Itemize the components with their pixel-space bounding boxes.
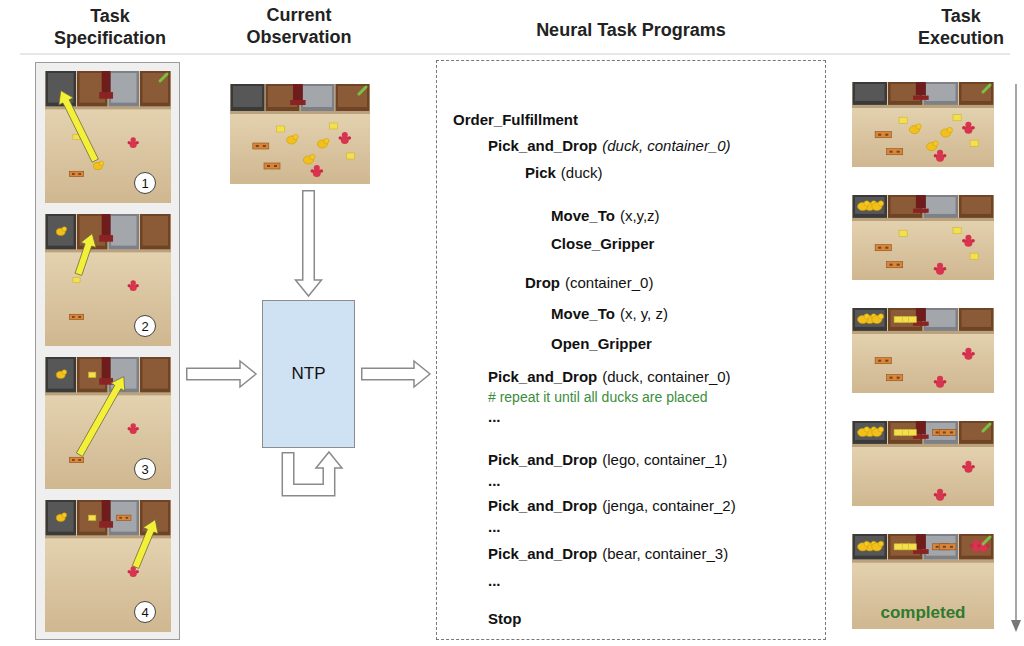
program-line: Open_Gripper — [551, 335, 652, 353]
program-line: Pick_and_Drop — [488, 451, 597, 469]
callout-number: 4 — [141, 606, 148, 619]
program-line: Pick_and_Drop — [488, 545, 597, 563]
program-line: (bear, container_3) — [602, 545, 728, 563]
program-line: (x, y, z) — [620, 305, 668, 323]
arrow-inner — [363, 369, 418, 379]
program-line: ... — [488, 572, 501, 590]
callout-circle: 1 — [134, 172, 156, 194]
motion-arrow — [132, 520, 158, 569]
scene-image — [852, 195, 994, 280]
arrow-inner — [288, 454, 329, 491]
arrow-shaft — [288, 452, 329, 490]
specification-panel: 1234Task Specification — [35, 62, 180, 640]
program-line: ... — [488, 472, 501, 490]
model-box: NTP — [262, 300, 355, 448]
program-line: Drop — [525, 274, 560, 292]
motion-arrow — [76, 377, 124, 457]
hollow-arrow — [296, 190, 322, 296]
program-line: Move_To — [551, 207, 615, 225]
arrow-inner — [304, 192, 314, 284]
program-line: Pick_and_Drop — [488, 368, 597, 386]
program-line: Stop — [488, 610, 521, 628]
panel-ground — [35, 62, 180, 640]
program-line: Order_Fulfillment — [453, 111, 578, 129]
scene-image — [45, 214, 171, 346]
program-line: Close_Gripper — [551, 235, 654, 253]
program-line: (x,y,z) — [620, 207, 660, 225]
scene-image — [852, 308, 994, 393]
scene-image — [45, 357, 171, 489]
program-line: (container_0) — [565, 274, 653, 292]
program-line: (duck, container_0) — [602, 137, 730, 155]
program-panel: Neural Task ProgramsOrder_FulfillmentPic… — [436, 60, 826, 640]
motion-arrow — [75, 234, 96, 276]
column-heading: Task Execution — [902, 6, 1020, 49]
program-line: (jenga, container_2) — [602, 497, 735, 515]
program-line: ... — [488, 518, 501, 536]
scene-image — [45, 71, 171, 203]
scene-image — [45, 500, 171, 632]
motion-arrow — [59, 91, 99, 163]
program-line: (duck, container_0) — [602, 368, 730, 386]
scene-image — [230, 84, 370, 184]
callout-circle: 2 — [134, 315, 156, 337]
program-line: ... — [488, 408, 501, 426]
observation-frame: Current Observation — [230, 84, 370, 184]
program-line: Pick_and_Drop — [488, 497, 597, 515]
program-line: (duck) — [561, 164, 603, 182]
hollow-arrow — [288, 452, 342, 490]
column-heading: Neural Task Programs — [436, 20, 826, 42]
model-label: NTP — [292, 364, 326, 384]
hollow-arrow — [361, 361, 430, 387]
program-line: Move_To — [551, 305, 615, 323]
scene-image — [852, 534, 994, 629]
program-line: Pick_and_Drop — [488, 137, 597, 155]
callout-circle: 3 — [134, 458, 156, 480]
scene-image — [852, 421, 994, 506]
callout-number: 3 — [141, 463, 148, 476]
time-arrow — [1015, 84, 1016, 622]
column-heading: Task Specification — [35, 6, 185, 49]
hollow-arrow — [186, 361, 256, 387]
arrow-inner — [188, 369, 244, 379]
program-comment: # repeat it until all ducks are placed — [488, 388, 707, 406]
column-heading: Current Observation — [219, 5, 379, 48]
callout-number: 1 — [141, 177, 148, 190]
status-text: completed — [863, 603, 983, 623]
scene-image — [852, 82, 994, 167]
header-rule — [20, 54, 1010, 55]
callout-circle: 4 — [134, 601, 156, 623]
program-line: (lego, container_1) — [602, 451, 727, 469]
program-line: Pick — [525, 164, 556, 182]
callout-number: 2 — [141, 320, 148, 333]
time-arrow-head — [1011, 620, 1021, 632]
